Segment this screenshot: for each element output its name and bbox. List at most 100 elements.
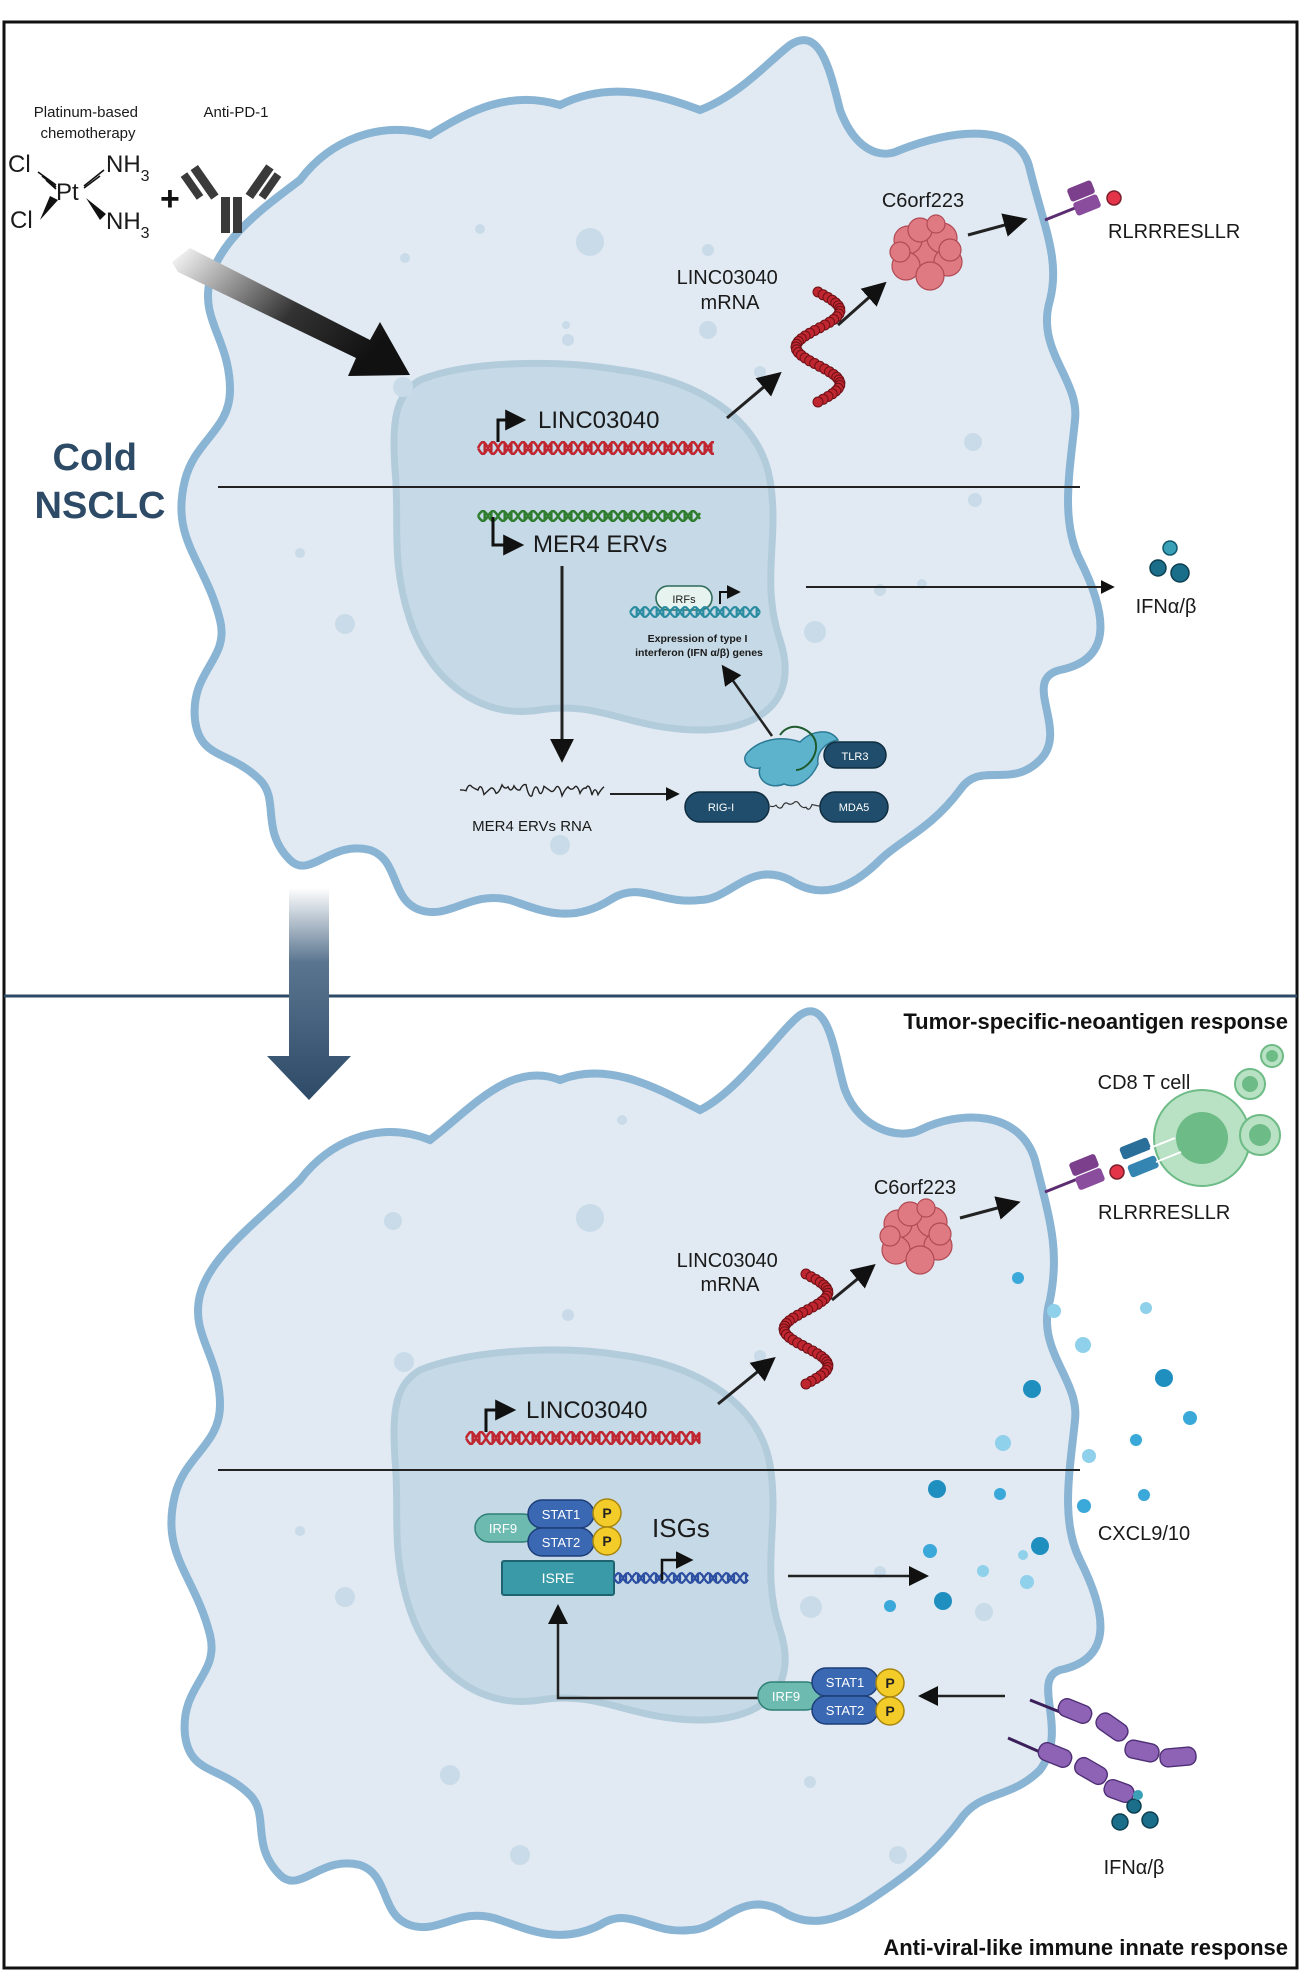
ifn-label-bottom: IFNα/β (1104, 1857, 1165, 1879)
phospho-2-cyto: P (885, 1703, 894, 1719)
mrna-bead (812, 396, 824, 408)
mrna-beads-top (790, 286, 846, 408)
stat2-label-cyto: STAT2 (826, 1703, 865, 1718)
chemokine-particle (1031, 1537, 1049, 1555)
chemokine-particle (1138, 1489, 1150, 1501)
arrow-mrna-to-protein-top (837, 281, 887, 327)
linc-gene-label-top: LINC03040 (538, 407, 659, 434)
protein-blob-bottom (879, 1198, 953, 1275)
irfs-label: IRFs (672, 594, 696, 606)
stat2-label-nucleus: STAT2 (542, 1535, 581, 1550)
protein-subunit (879, 1225, 901, 1247)
chemokine-particle (995, 1435, 1011, 1451)
chemokine-particle (1183, 1411, 1197, 1425)
phospho-2-nucleus: P (602, 1533, 611, 1549)
irf9-label-nucleus: IRF9 (489, 1521, 517, 1536)
nucleus-top (390, 359, 789, 734)
tlr3-receptor: TLR3 (744, 725, 887, 787)
chemokine-particle (1077, 1499, 1091, 1513)
mer4-rna-squiggle (459, 783, 605, 799)
irfs-gene: IRFs (629, 585, 761, 618)
antibody-icon (180, 164, 282, 233)
arrow-sensors-to-irfs (721, 664, 774, 737)
mer4-rna-label: MER4 ERVs RNA (472, 818, 592, 835)
neoantigen-title: Tumor-specific-neoantigen response (903, 1009, 1288, 1034)
chemokine-particle (977, 1565, 989, 1577)
cxcl-chemokines (884, 1272, 1197, 1612)
protein-subunit (905, 1245, 935, 1275)
chemokine-particle (1140, 1302, 1152, 1314)
phospho-1-nucleus: P (602, 1505, 611, 1521)
isre-label: ISRE (542, 1570, 575, 1586)
cxcl-label: CXCL9/10 (1098, 1523, 1190, 1545)
arrow-protein-to-mhc-top (967, 213, 1028, 237)
chemokine-particle (1130, 1434, 1142, 1446)
mda5-label: MDA5 (839, 802, 870, 814)
linc-gene-label-bottom: LINC03040 (526, 1397, 647, 1424)
mrna-bead (800, 1378, 812, 1390)
protein-subunit (926, 214, 946, 234)
arrow-linc-to-mrna-bottom (717, 1356, 776, 1406)
chemokine-particle (1012, 1272, 1024, 1284)
bottom-panel: Tumor-specific-neoantigen response CD8 T… (167, 1007, 1288, 1960)
protein-subunit (928, 1222, 952, 1246)
ifn-particles-top (1149, 540, 1190, 583)
rigi-label: RIG-I (708, 802, 734, 814)
linc-gene-bottom: LINC03040 (464, 1397, 701, 1445)
chemokine-particle (1020, 1575, 1034, 1589)
arrow-protein-to-mhc-bottom (959, 1196, 1021, 1220)
mer4-promoter-arrow (491, 517, 525, 556)
linc-mrna-label-bottom: LINC03040 mRNA (677, 1250, 784, 1296)
isgs-label: ISGs (652, 1513, 710, 1543)
protein-label-top: C6orf223 (882, 190, 964, 212)
mhc-peptide-top (1044, 180, 1122, 222)
vesicles-bottom (295, 1115, 993, 1865)
vesicles-top (295, 224, 982, 855)
cd8-tcell (1153, 1044, 1284, 1187)
arrow-mrna-to-protein-bottom (831, 1263, 876, 1302)
chem-nh3-2: NH3 (106, 208, 150, 242)
peptide-label-bottom: RLRRRESLLR (1098, 1202, 1230, 1224)
chemokine-particle (1047, 1304, 1061, 1318)
arrow-stat-to-nucleus (548, 1604, 825, 1700)
stat1-label-nucleus: STAT1 (542, 1507, 581, 1522)
chemokine-particle (928, 1480, 946, 1498)
top-panel: Platinum-based chemotherapy Anti-PD-1 Cl… (8, 36, 1240, 918)
chemokine-particle (1018, 1550, 1028, 1560)
transition-arrow (267, 888, 351, 1100)
chemokine-particle (1075, 1337, 1091, 1353)
irf9-label-cyto: IRF9 (772, 1689, 800, 1704)
chemokine-particle (1155, 1369, 1173, 1387)
cold-nsclc-label: Cold NSCLC (35, 437, 166, 527)
protein-subunit (889, 241, 911, 263)
ifn-expression-label: Expression of type I interferon (IFN α/β… (635, 633, 763, 659)
chemokine-particle (1082, 1449, 1096, 1463)
plus-sign: + (160, 180, 180, 218)
chemokine-particle (934, 1592, 952, 1610)
stat-complex-nucleus: IRF9 STAT1 STAT2 P P ISRE ISGs (474, 1498, 749, 1596)
protein-subunit (916, 1198, 936, 1218)
treatment-arrow (172, 248, 410, 376)
chem-pt: Pt (56, 179, 79, 206)
linc-mrna-label-top: LINC03040 mRNA (677, 267, 784, 314)
tlr3-label: TLR3 (842, 751, 869, 763)
chemokine-particle (884, 1600, 896, 1612)
protein-blob-top (889, 214, 963, 291)
antipd1-label: Anti-PD-1 (203, 104, 268, 121)
chemo-label: Platinum-based chemotherapy (34, 104, 142, 142)
mer4-dna (476, 509, 702, 523)
protein-label-bottom: C6orf223 (874, 1177, 956, 1199)
chemokine-particle (923, 1544, 937, 1558)
chemokine-particle (994, 1488, 1006, 1500)
peptide-label-top: RLRRRESLLR (1108, 221, 1240, 243)
protein-subunit (938, 238, 962, 262)
chem-cl-1: Cl (8, 151, 31, 178)
chem-nh3-1: NH3 (106, 151, 150, 185)
ifn-receptor (1007, 1698, 1197, 1831)
innate-title: Anti-viral-like immune innate response (883, 1935, 1288, 1960)
chem-cl-2: Cl (10, 207, 33, 234)
linc-gene-top: LINC03040 (476, 407, 714, 455)
cisplatin-structure: Cl Cl Pt NH3 NH3 + (8, 151, 180, 242)
arrow-linc-to-mrna-top (726, 371, 782, 420)
